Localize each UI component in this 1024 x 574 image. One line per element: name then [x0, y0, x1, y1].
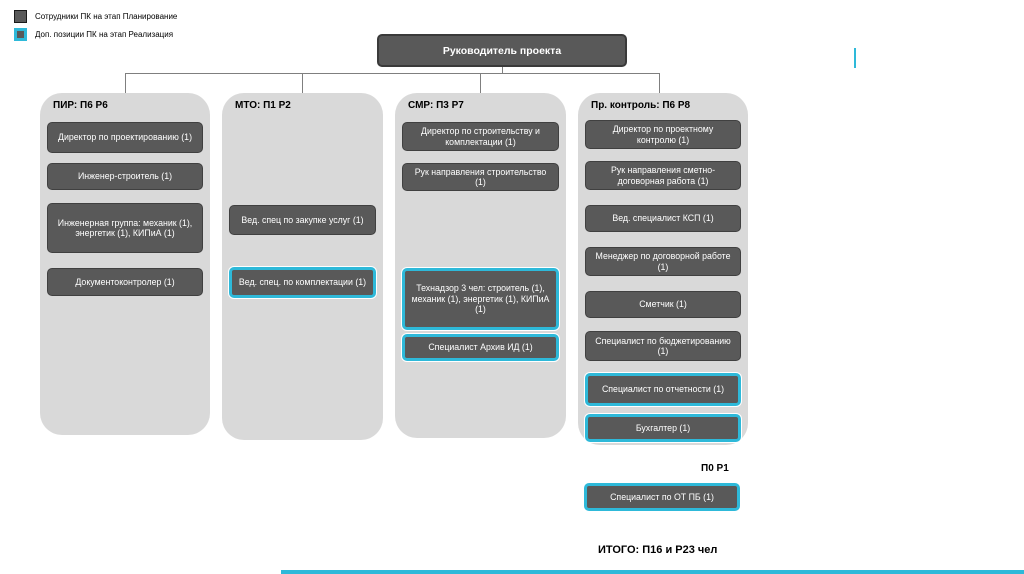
org-node[interactable]: Вед. спец по закупке услуг (1) — [229, 205, 376, 235]
planning-swatch-icon — [14, 9, 27, 23]
column-smr: СМР: П3 Р7 Директор по строительству и к… — [395, 93, 566, 438]
bottom-accent-bar — [281, 570, 1024, 574]
column-header: Пр. контроль: П6 Р8 — [591, 100, 691, 111]
legend-label: Доп. позиции ПК на этап Реализация — [35, 29, 174, 39]
org-node[interactable]: Инженерная группа: механик (1), энергети… — [47, 203, 203, 253]
legend-item-realization: Доп. позиции ПК на этап Реализация — [14, 26, 177, 42]
realization-swatch-icon — [14, 27, 27, 41]
org-node[interactable]: Специалист по отчетности (1) — [585, 373, 741, 406]
org-node[interactable]: Бухгалтер (1) — [585, 414, 741, 442]
org-node[interactable]: Вед. спец. по комплектации (1) — [229, 267, 376, 298]
project-manager-box[interactable]: Руководитель проекта — [377, 34, 627, 67]
connector-line — [502, 67, 503, 74]
org-node[interactable]: Вед. специалист КСП (1) — [585, 205, 741, 232]
connector-line — [480, 73, 481, 93]
p0-r1-label: П0 Р1 — [701, 463, 729, 474]
total-label: ИТОГО: П16 и Р23 чел — [598, 544, 718, 556]
connector-line — [125, 73, 126, 93]
org-node[interactable]: Менеджер по договорной работе (1) — [585, 247, 741, 276]
org-node[interactable]: Технадзор 3 чел: строитель (1), механик … — [402, 268, 559, 330]
column-pir: ПИР: П6 Р6 Директор по проектированию (1… — [40, 93, 210, 435]
org-node[interactable]: Рук направления строительство (1) — [402, 163, 559, 191]
org-node[interactable]: Документоконтролер (1) — [47, 268, 203, 296]
org-node[interactable]: Специалист Архив ИД (1) — [402, 334, 559, 361]
org-node[interactable]: Директор по проектному контролю (1) — [585, 120, 741, 149]
connector-line — [125, 73, 660, 74]
text-cursor — [854, 48, 856, 68]
column-mto: МТО: П1 Р2 Вед. спец по закупке услуг (1… — [222, 93, 383, 440]
org-node[interactable]: Директор по проектированию (1) — [47, 122, 203, 153]
column-pr-control: Пр. контроль: П6 Р8 Директор по проектно… — [578, 93, 748, 445]
legend-label: Сотрудники ПК на этап Планирование — [35, 11, 178, 21]
legend-item-planning: Сотрудники ПК на этап Планирование — [14, 8, 177, 24]
org-node[interactable]: Специалист по бюджетированию (1) — [585, 331, 741, 361]
org-node[interactable]: Директор по строительству и комплектации… — [402, 122, 559, 151]
legend: Сотрудники ПК на этап Планирование Доп. … — [14, 8, 177, 44]
connector-line — [302, 73, 303, 93]
org-node[interactable]: Специалист по ОТ ПБ (1) — [584, 483, 740, 511]
column-header: ПИР: П6 Р6 — [53, 100, 108, 111]
column-header: МТО: П1 Р2 — [235, 100, 291, 111]
org-node[interactable]: Инженер-строитель (1) — [47, 163, 203, 190]
org-node[interactable]: Рук направления сметно-договорная работа… — [585, 161, 741, 190]
org-node[interactable]: Сметчик (1) — [585, 291, 741, 318]
connector-line — [659, 73, 660, 93]
column-header: СМР: П3 Р7 — [408, 100, 464, 111]
